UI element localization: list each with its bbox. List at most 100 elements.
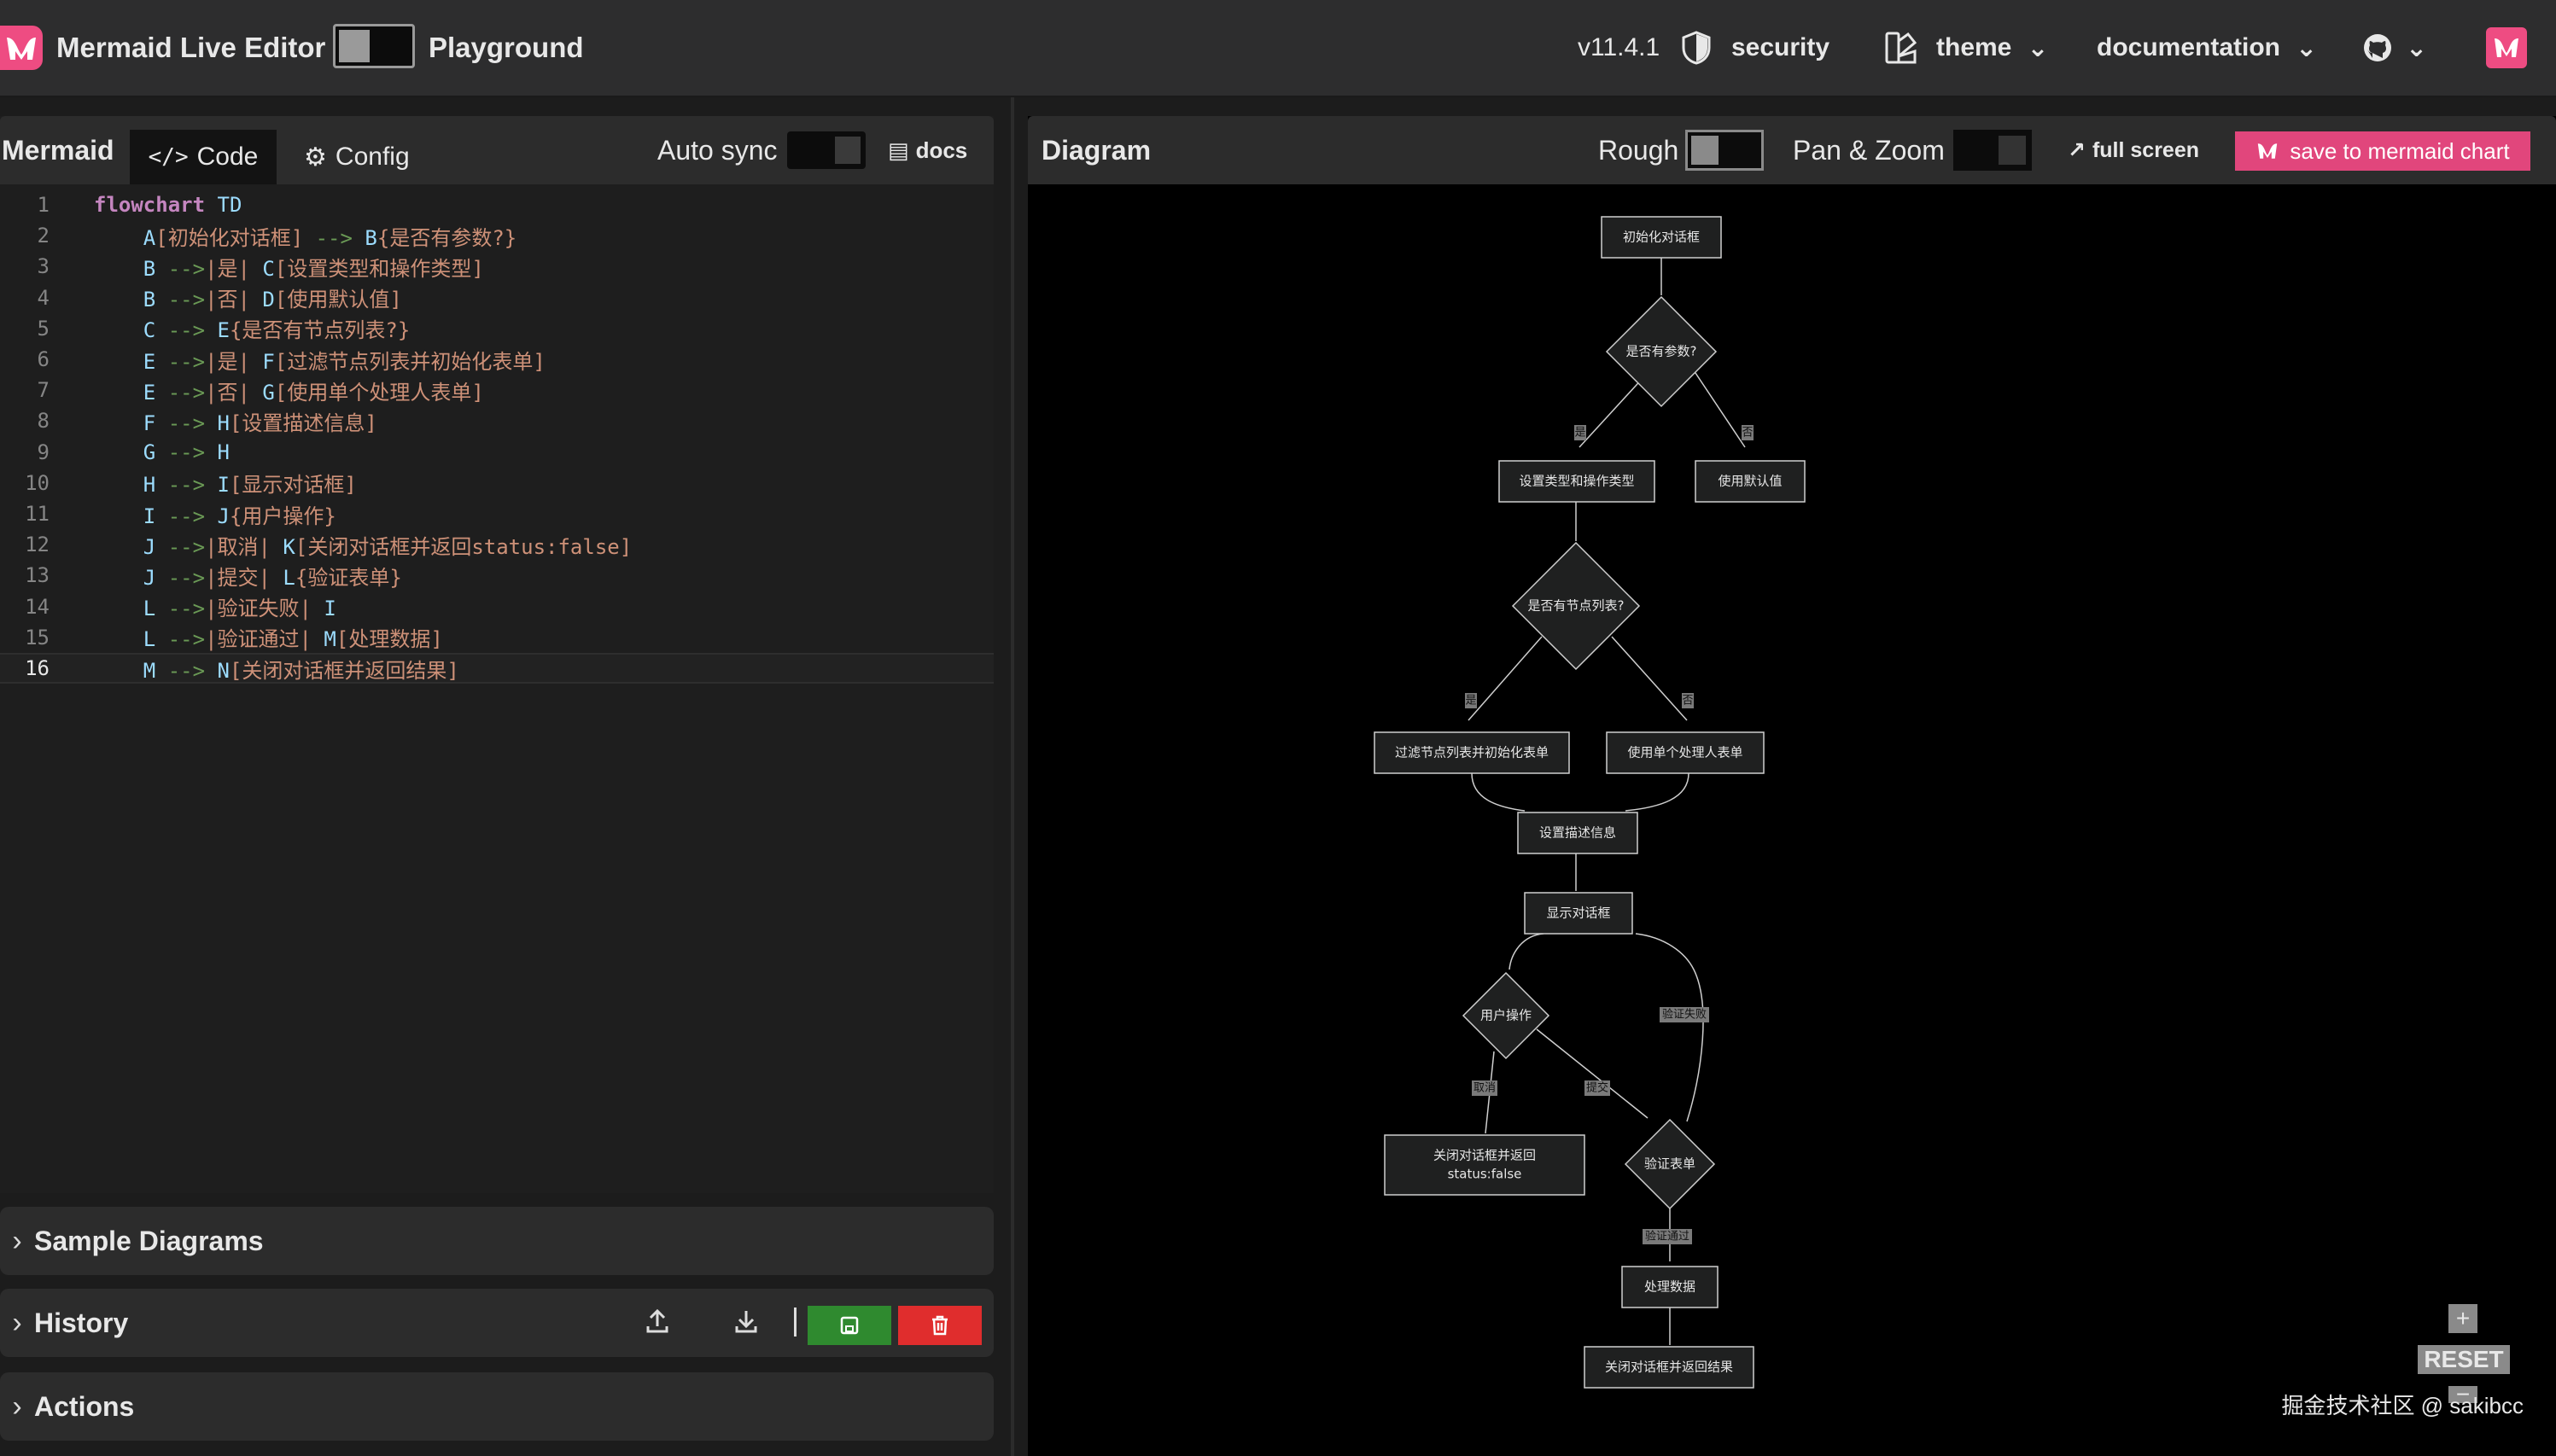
node-D: 使用默认值	[1695, 460, 1806, 503]
line-text: E -->|是| F[过滤节点列表并初始化表单]	[143, 349, 546, 374]
code-line[interactable]: 4 B -->|否| D[使用默认值]	[0, 282, 994, 313]
editor-header: Mermaid </> Code ⚙ Config Auto sync ▤ do…	[0, 116, 994, 184]
svg-text:是: 是	[1574, 427, 1585, 440]
pan-zoom-label: Pan & Zoom	[1793, 134, 1945, 166]
editor-mode-toggle[interactable]	[333, 24, 415, 68]
watermark: 掘金技术社区 @ sakibcc	[2281, 1393, 2524, 1418]
history-section[interactable]: › History	[0, 1289, 994, 1357]
line-text: flowchart TD	[94, 193, 242, 217]
line-text: H --> I[显示对话框]	[143, 473, 357, 498]
tab-config[interactable]: ⚙ Config	[304, 130, 410, 184]
node-H: 设置描述信息	[1517, 812, 1638, 854]
editor-title: Mermaid	[2, 134, 114, 166]
diagram-header: Diagram Rough Pan & Zoom ↗ full screen s…	[1028, 116, 2556, 184]
line-number: 9	[37, 440, 50, 464]
node-J: 用户操作	[1462, 971, 1550, 1060]
line-text: M --> N[关闭对话框并返回结果]	[143, 658, 459, 683]
node-N: 关闭对话框并返回结果	[1584, 1346, 1754, 1389]
svg-text:验证表单: 验证表单	[1644, 1156, 1695, 1172]
mermaid-chart-icon[interactable]	[2486, 27, 2527, 68]
pan-zoom-toggle[interactable]	[1953, 130, 2032, 171]
sample-diagrams-section[interactable]: › Sample Diagrams	[0, 1207, 994, 1275]
save-history-button[interactable]	[808, 1306, 891, 1345]
code-line[interactable]: 2 A[初始化对话框] --> B{是否有参数?}	[0, 220, 994, 251]
theme-menu[interactable]: theme ⌄	[1882, 26, 2049, 70]
svg-text:用户操作: 用户操作	[1480, 1008, 1532, 1023]
reset-zoom-button[interactable]: RESET	[2418, 1345, 2510, 1374]
documentation-menu[interactable]: documentation ⌄	[2097, 26, 2317, 70]
save-to-mermaid-chart-button[interactable]: save to mermaid chart	[2235, 131, 2530, 171]
github-menu[interactable]: ⌄	[2358, 26, 2427, 70]
svg-text:设置类型和操作类型: 设置类型和操作类型	[1519, 474, 1634, 489]
actions-title: Actions	[34, 1390, 135, 1422]
security-link[interactable]: security	[1677, 26, 1829, 70]
line-number: 11	[25, 502, 50, 526]
download-icon[interactable]	[734, 1307, 758, 1339]
tab-code-label: Code	[196, 143, 259, 171]
code-line[interactable]: 3 B -->|是| C[设置类型和操作类型]	[0, 251, 994, 282]
gears-icon: ⚙	[304, 143, 327, 172]
svg-text:关闭对话框并返回结果: 关闭对话框并返回结果	[1605, 1360, 1733, 1375]
zoom-in-button[interactable]: +	[2448, 1304, 2477, 1333]
svg-text:过滤节点列表并初始化表单: 过滤节点列表并初始化表单	[1395, 745, 1549, 760]
tab-code[interactable]: </> Code	[130, 130, 277, 184]
code-line[interactable]: 13 J -->|提交| L{验证表单}	[0, 560, 994, 591]
panel-resize-handle[interactable]	[1011, 97, 1014, 1456]
delete-history-button[interactable]	[898, 1306, 982, 1345]
node-B: 是否有参数?	[1605, 295, 1718, 408]
auto-sync-toggle[interactable]	[787, 131, 866, 169]
tab-config-label: Config	[335, 143, 410, 171]
code-line[interactable]: 11 I --> J{用户操作}	[0, 498, 994, 529]
line-number: 10	[25, 470, 50, 495]
code-line[interactable]: 7 E -->|否| G[使用单个处理人表单]	[0, 375, 994, 405]
node-L: 验证表单	[1624, 1118, 1716, 1210]
svg-text:提交: 提交	[1586, 1081, 1608, 1095]
flowchart-diagram[interactable]: 是 否 是 否 取消 提交 验证失败 验证通过 初始化对话框 是否有参数? 设置…	[1028, 184, 2556, 1456]
node-A: 初始化对话框	[1601, 216, 1722, 259]
actions-section[interactable]: › Actions	[0, 1372, 994, 1441]
app-title: Mermaid Live Editor	[56, 32, 326, 63]
code-line[interactable]: 10 H --> I[显示对话框]	[0, 468, 994, 498]
github-icon	[2358, 31, 2397, 65]
svg-text:取消: 取消	[1473, 1082, 1496, 1095]
docs-link[interactable]: ▤ docs	[888, 116, 967, 184]
code-line[interactable]: 12 J -->|取消| K[关闭对话框并返回status:false]	[0, 529, 994, 560]
svg-text:是否有参数?: 是否有参数?	[1626, 344, 1697, 359]
code-line[interactable]: 8 F --> H[设置描述信息]	[0, 405, 994, 436]
code-line[interactable]: 9 G --> H	[0, 437, 994, 468]
full-screen-label: full screen	[2092, 137, 2200, 162]
node-E: 是否有节点列表?	[1511, 541, 1641, 671]
svg-text:否: 否	[1682, 695, 1693, 708]
svg-text:验证失败: 验证失败	[1662, 1008, 1707, 1022]
diagram-panel: Diagram Rough Pan & Zoom ↗ full screen s…	[1028, 116, 2556, 1456]
line-number: 15	[25, 625, 50, 649]
shield-icon	[1677, 31, 1716, 65]
version-label: v11.4.1	[1578, 33, 1660, 61]
upload-icon[interactable]	[645, 1307, 669, 1339]
line-text: A[初始化对话框] --> B{是否有参数?}	[143, 225, 517, 250]
full-screen-link[interactable]: ↗ full screen	[2068, 116, 2199, 184]
code-line[interactable]: 14 L -->|验证失败| I	[0, 591, 994, 622]
svg-text:是: 是	[1465, 695, 1476, 708]
line-text: F --> H[设置描述信息]	[143, 411, 377, 435]
mermaid-logo[interactable]	[0, 26, 43, 70]
book-icon: ▤	[888, 137, 909, 163]
documentation-label: documentation	[2097, 33, 2280, 61]
toolbar-divider	[794, 1307, 797, 1337]
svg-text:显示对话框: 显示对话框	[1546, 906, 1610, 921]
rough-toggle[interactable]	[1685, 130, 1764, 171]
svg-text:验证通过: 验证通过	[1645, 1230, 1689, 1243]
line-number: 4	[37, 285, 50, 310]
code-line[interactable]: 5 C --> E{是否有节点列表?}	[0, 313, 994, 344]
security-label: security	[1731, 33, 1830, 61]
zoom-out-button[interactable]: −	[2448, 1383, 2477, 1406]
code-line[interactable]: 16 M --> N[关闭对话框并返回结果]	[0, 653, 994, 684]
svg-text:否: 否	[1742, 427, 1753, 440]
editor-panel: Mermaid </> Code ⚙ Config Auto sync ▤ do…	[0, 116, 994, 1193]
playground-label[interactable]: Playground	[429, 32, 584, 63]
code-line[interactable]: 15 L -->|验证通过| M[处理数据]	[0, 622, 994, 653]
palette-icon	[1882, 31, 1921, 65]
code-line[interactable]: 6 E -->|是| F[过滤节点列表并初始化表单]	[0, 344, 994, 375]
